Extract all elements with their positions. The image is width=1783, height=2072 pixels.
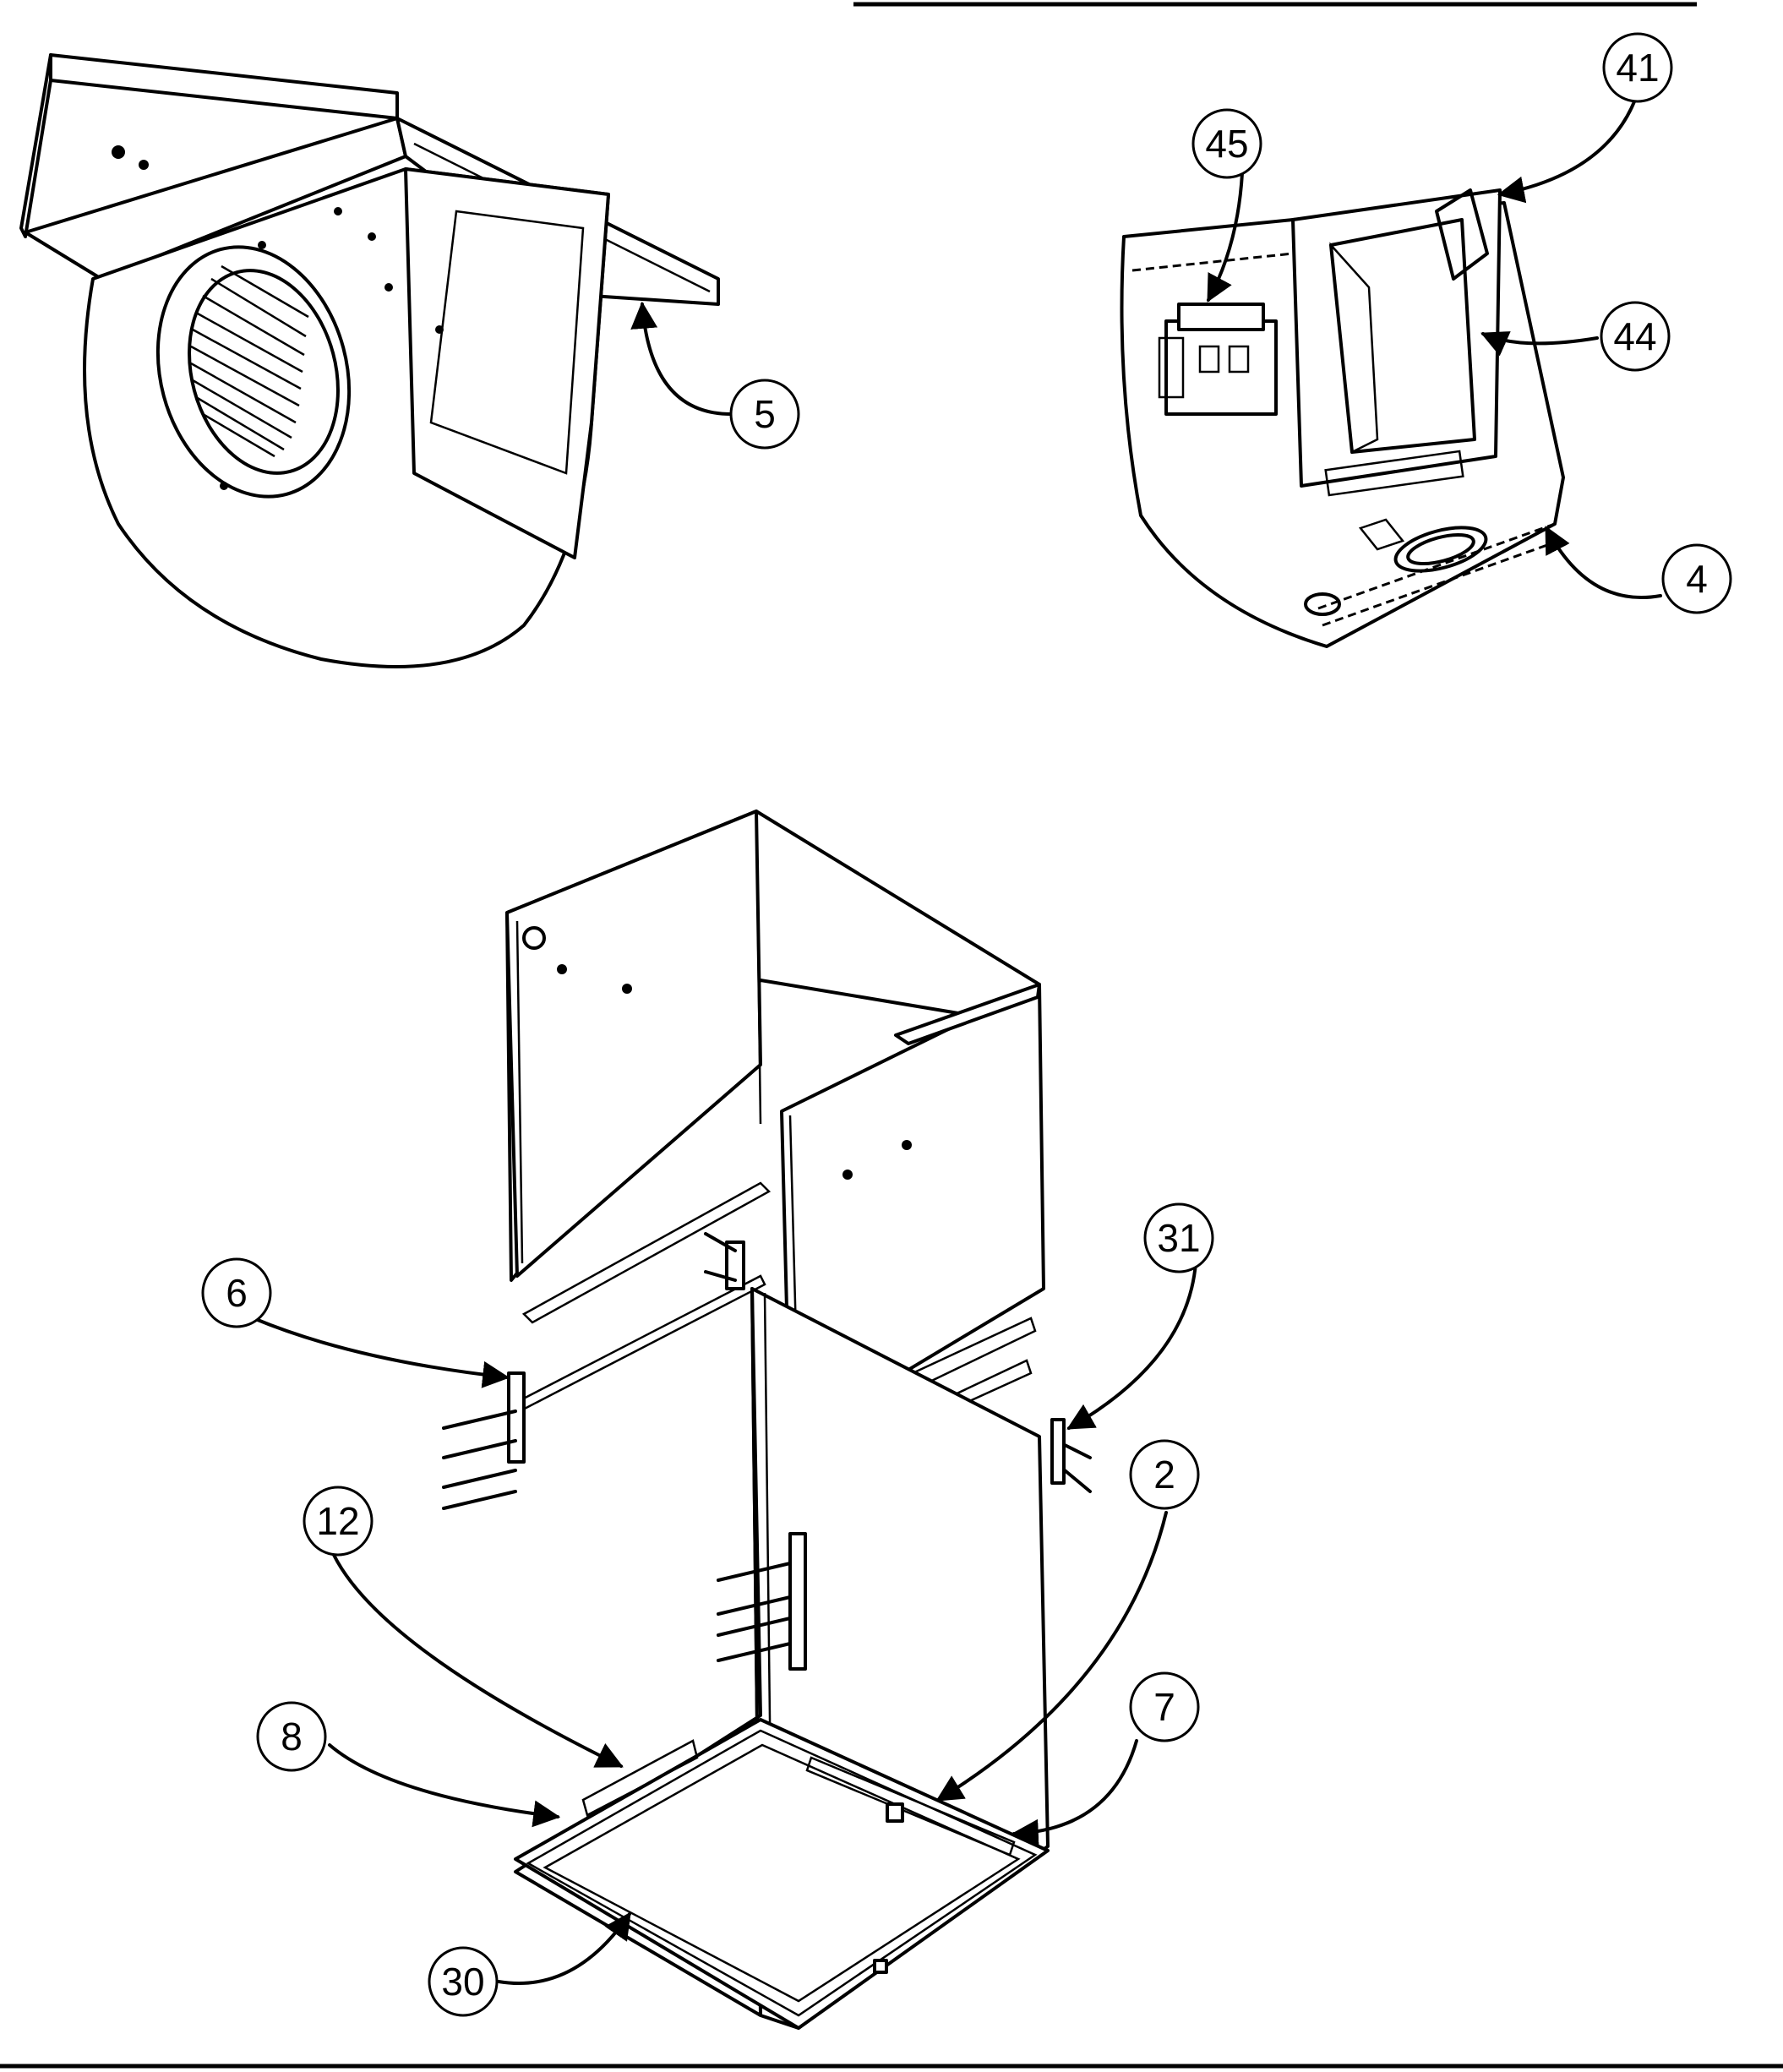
callout-6-label: 6 bbox=[226, 1271, 248, 1315]
callout-8: 8 bbox=[256, 1701, 327, 1772]
callout-4-label: 4 bbox=[1686, 557, 1708, 601]
callout-6: 6 bbox=[201, 1257, 272, 1328]
callout-12-label: 12 bbox=[316, 1499, 359, 1543]
callout-41-label: 41 bbox=[1616, 46, 1659, 90]
callout-45-label: 45 bbox=[1205, 122, 1248, 166]
callout-5-label: 5 bbox=[754, 392, 776, 436]
callout-30: 30 bbox=[428, 1946, 499, 2017]
callout-31: 31 bbox=[1143, 1202, 1214, 1273]
callout-2-label: 2 bbox=[1153, 1453, 1175, 1497]
callout-30-label: 30 bbox=[441, 1960, 484, 2004]
blower-assembly bbox=[19, 53, 720, 668]
callout-4: 4 bbox=[1661, 543, 1732, 614]
leader-lines bbox=[252, 91, 1662, 1986]
callout-31-label: 31 bbox=[1157, 1216, 1200, 1260]
callout-5: 5 bbox=[729, 379, 800, 450]
callout-44: 44 bbox=[1600, 301, 1671, 372]
callout-7-label: 7 bbox=[1153, 1685, 1175, 1729]
callout-44-label: 44 bbox=[1613, 314, 1656, 358]
callout-41: 41 bbox=[1602, 32, 1673, 103]
callout-12: 12 bbox=[303, 1486, 374, 1557]
callout-45: 45 bbox=[1191, 108, 1262, 179]
cabinet-assembly bbox=[442, 810, 1092, 2030]
callout-2: 2 bbox=[1129, 1439, 1200, 1510]
control-box-assembly bbox=[1120, 188, 1565, 648]
callout-7: 7 bbox=[1129, 1671, 1200, 1742]
callout-8-label: 8 bbox=[281, 1715, 303, 1758]
